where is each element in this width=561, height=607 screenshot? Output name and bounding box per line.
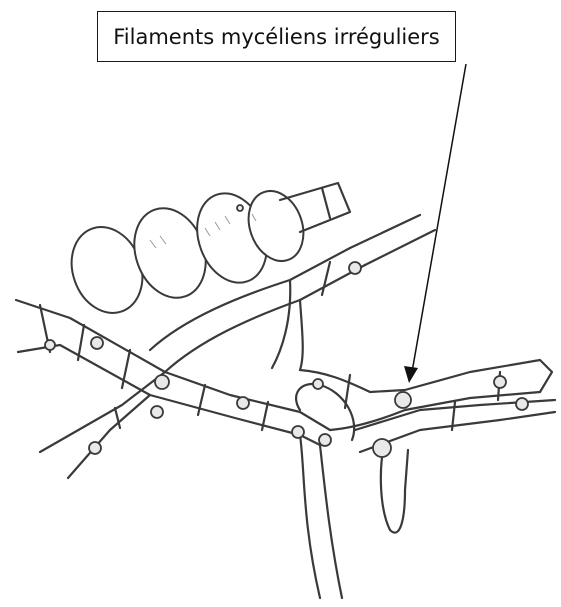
- annotation-label-box: Filaments mycéliens irréguliers: [97, 11, 456, 62]
- lower-left-branch: [40, 372, 165, 478]
- right-filaments: [296, 360, 555, 533]
- annotation-label: Filaments mycéliens irréguliers: [113, 25, 439, 49]
- nucleus-6: [349, 262, 361, 274]
- main-hypha: [16, 300, 330, 445]
- annotation-arrow: [404, 64, 466, 383]
- nucleus-10: [373, 439, 391, 457]
- nucleus-2: [151, 406, 163, 418]
- nucleus-8: [319, 434, 331, 446]
- nucleus-5: [237, 397, 249, 409]
- nucleus-7: [292, 426, 304, 438]
- nucleus-1: [155, 375, 169, 389]
- nucleus-11: [494, 376, 506, 388]
- nucleus-13: [89, 442, 101, 454]
- nucleus-12: [516, 398, 528, 410]
- nucleus-4: [45, 340, 55, 350]
- nucleus-15: [237, 205, 243, 211]
- hanging-branch: [300, 435, 342, 598]
- nucleus-3: [91, 337, 103, 349]
- nucleus-9: [395, 392, 411, 408]
- spore-chain: [60, 183, 350, 323]
- nucleus-14: [313, 379, 323, 389]
